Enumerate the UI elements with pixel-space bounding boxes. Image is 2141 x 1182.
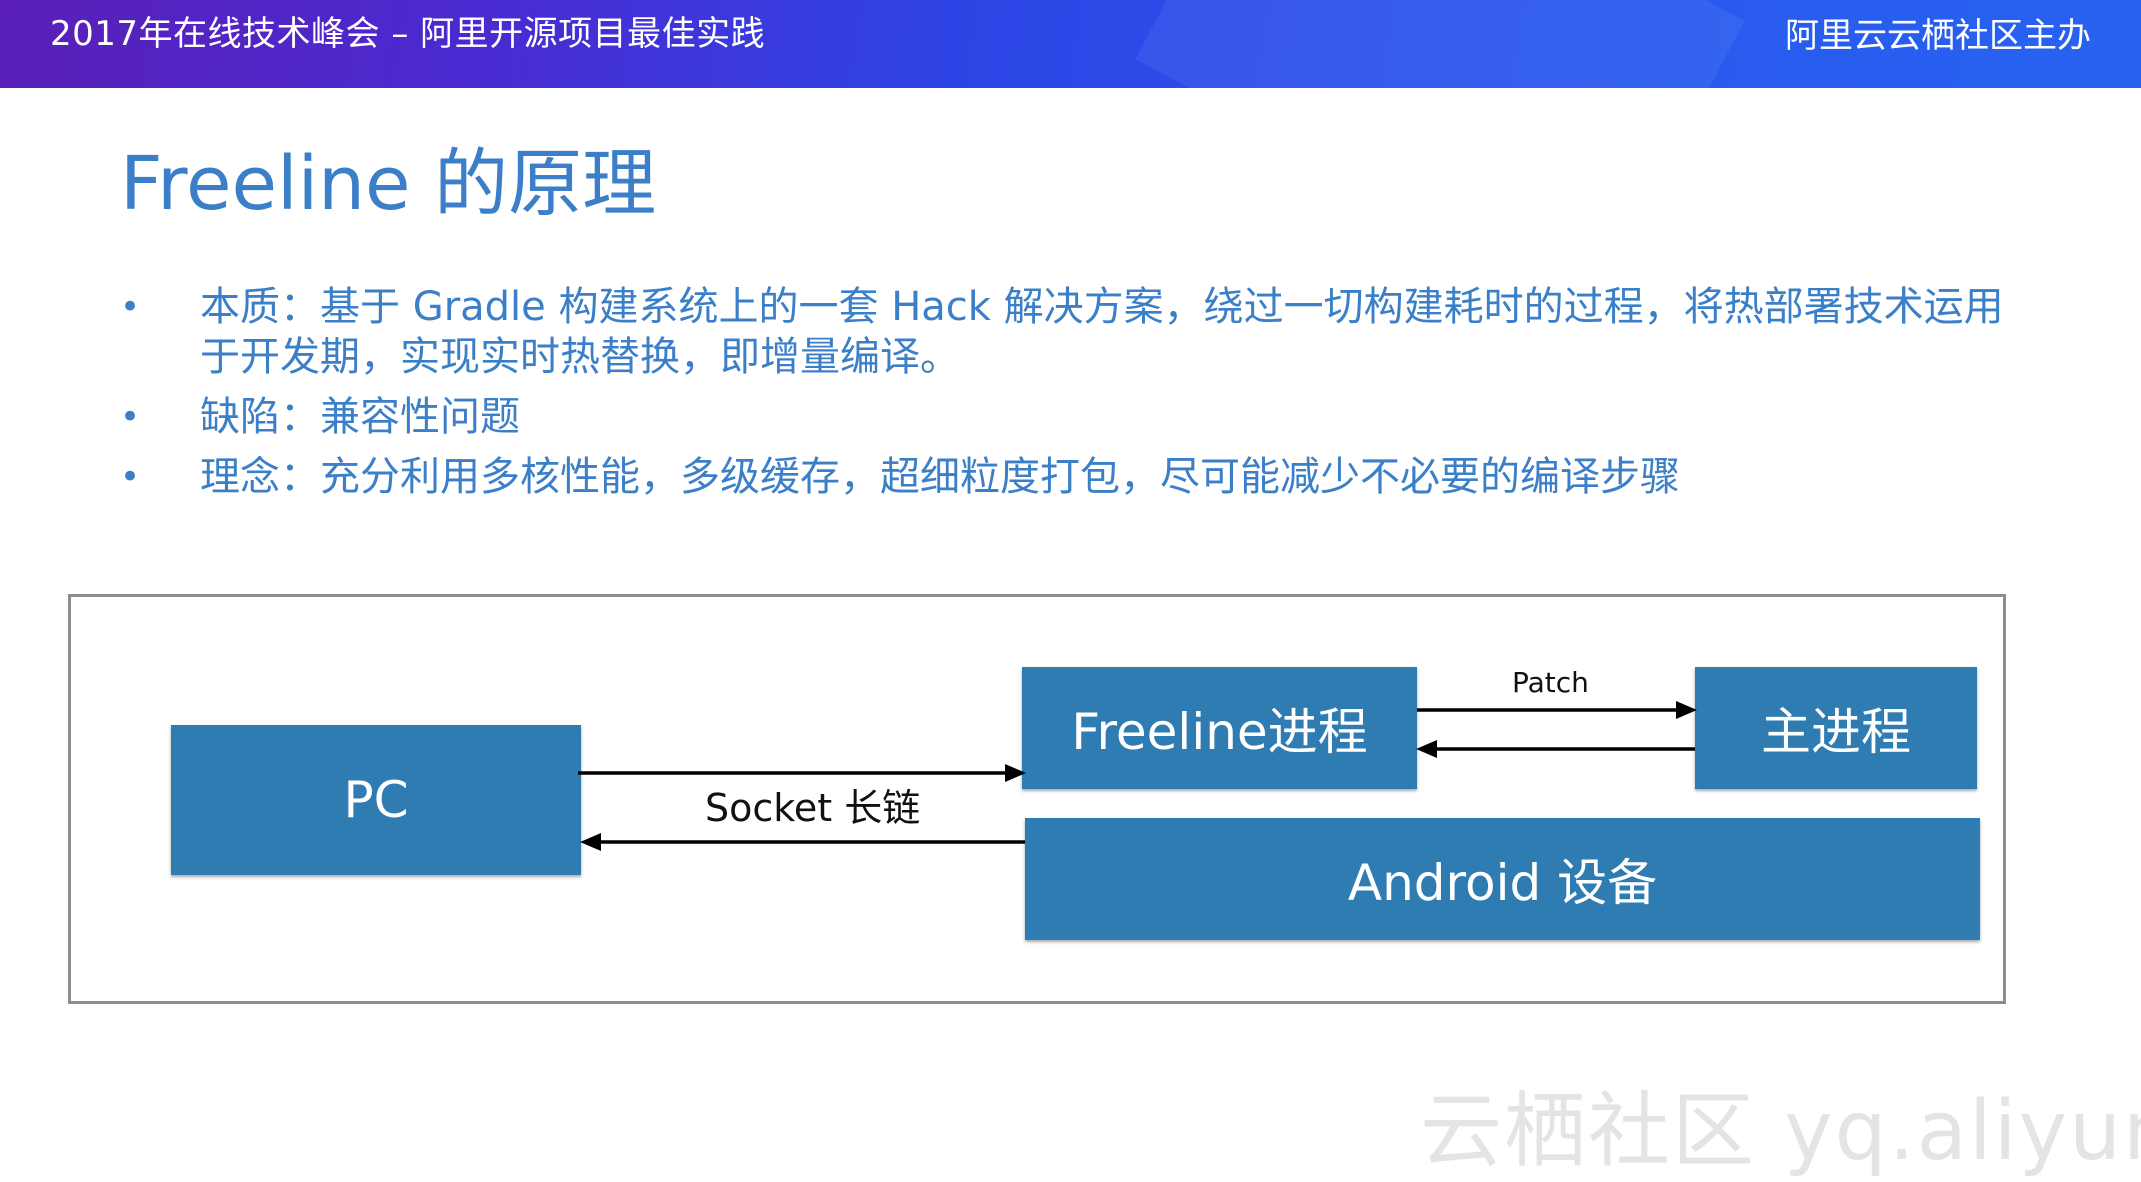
bullet-list: • 本质：基于 Gradle 构建系统上的一套 Hack 解决方案，绕过一切构建… [120, 282, 2020, 512]
freeline-to-main-arrowhead-icon [1676, 701, 1697, 719]
bullet-item: • 理念：充分利用多核性能，多级缓存，超细粒度打包，尽可能减少不必要的编译步骤 [120, 452, 2020, 502]
organizer-label: 阿里云云栖社区主办 [1785, 16, 2091, 56]
bullet-dot-icon: • [120, 457, 141, 497]
main-process-box: 主进程 [1695, 667, 1977, 789]
patch-label: Patch [1512, 666, 1589, 699]
bullet-dot-icon: • [120, 397, 141, 437]
socket-connection-label: Socket 长链 [705, 786, 921, 830]
freeline-process-box: Freeline进程 [1022, 667, 1417, 789]
conference-title: 2017年在线技术峰会 – 阿里开源项目最佳实践 [50, 14, 766, 54]
pc-label: PC [343, 771, 409, 829]
android-device-box: Android 设备 [1025, 818, 1980, 940]
site-watermark: 云栖社区 yq.aliyun.com [1420, 1084, 2141, 1179]
bullet-text: 缺陷：兼容性问题 [200, 394, 520, 440]
freeline-process-label: Freeline进程 [1071, 703, 1368, 761]
pc-box: PC [171, 725, 581, 875]
main-process-label: 主进程 [1761, 703, 1911, 761]
bullet-item: • 缺陷：兼容性问题 [120, 392, 2020, 442]
diagram-frame [68, 594, 2006, 1004]
bullet-text: 理念：充分利用多核性能，多级缓存，超细粒度打包，尽可能减少不必要的编译步骤 [200, 454, 1680, 500]
pc-to-freeline-arrowhead-icon [1005, 764, 1026, 782]
slide-title: Freeline 的原理 [120, 141, 657, 227]
main-to-freeline-arrowhead-icon [1416, 740, 1437, 758]
bullet-text: 本质：基于 Gradle 构建系统上的一套 Hack 解决方案，绕过一切构建耗时… [200, 284, 2004, 380]
android-to-pc-arrowhead-icon [580, 833, 601, 851]
bullet-dot-icon: • [120, 287, 141, 327]
android-device-label: Android 设备 [1347, 854, 1658, 912]
header-banner: 2017年在线技术峰会 – 阿里开源项目最佳实践 阿里云云栖社区主办 [0, 0, 2141, 88]
connector-arrows [578, 701, 1697, 851]
bullet-item: • 本质：基于 Gradle 构建系统上的一套 Hack 解决方案，绕过一切构建… [120, 282, 2020, 382]
